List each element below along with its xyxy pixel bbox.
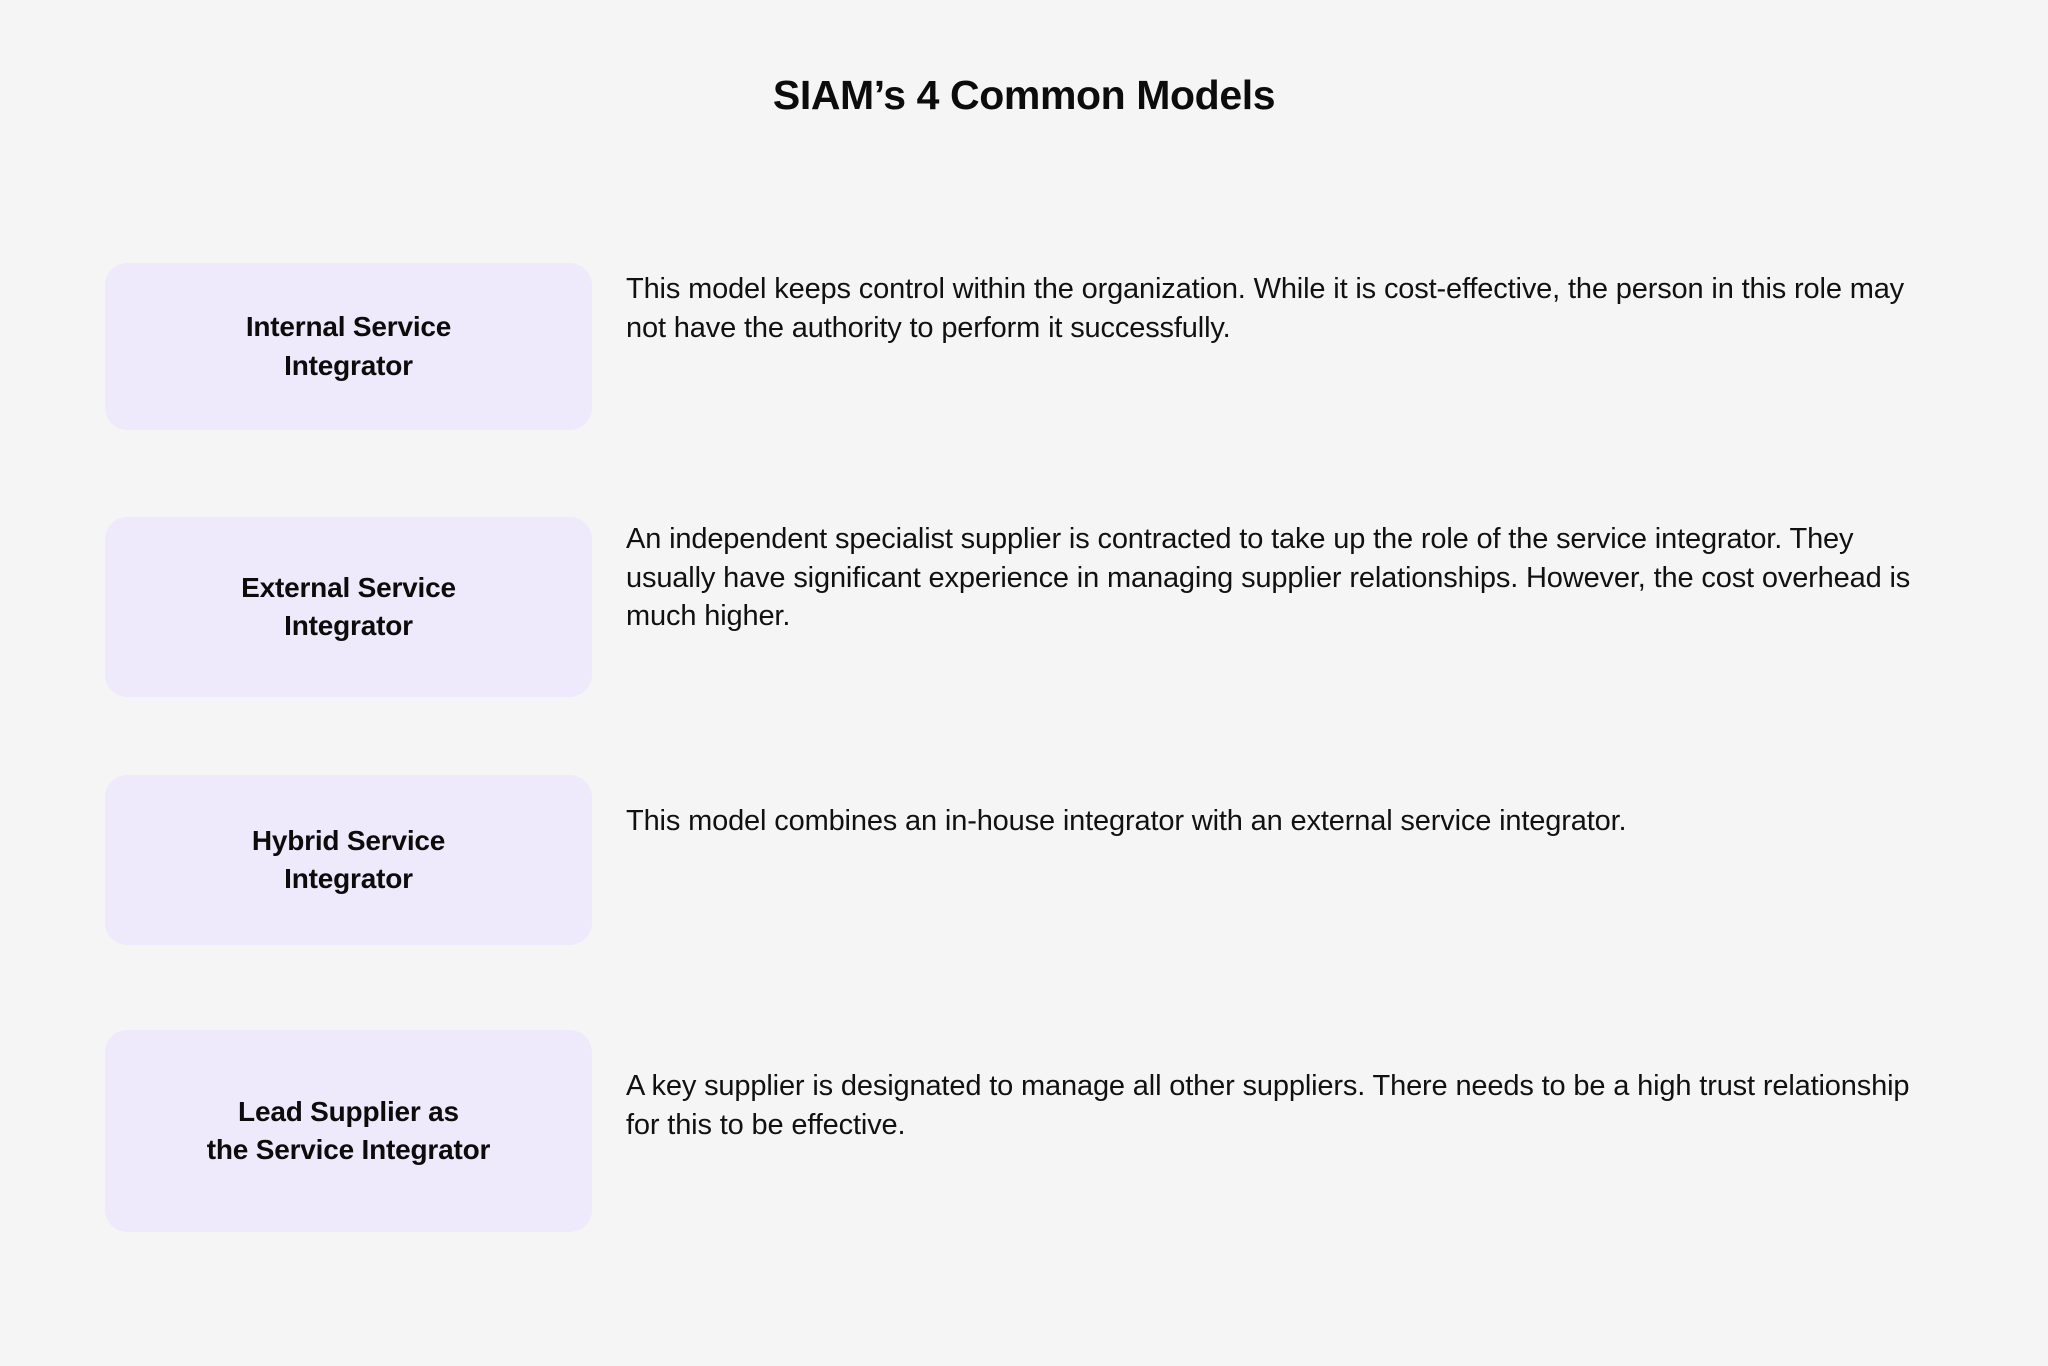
model-label: Internal Service Integrator <box>245 311 452 381</box>
model-description: This model combines an in-house integrat… <box>626 805 1627 837</box>
model-label-card-internal[interactable]: Internal Service Integrator <box>105 263 592 430</box>
model-label-card-lead-supplier[interactable]: Lead Supplier as the Service Integrator <box>105 1030 592 1232</box>
page-title: SIAM’s 4 Common Models <box>772 72 1276 118</box>
model-description: A key supplier is designated to manage a… <box>626 1070 1910 1141</box>
model-label-card-external[interactable]: External Service Integrator <box>105 517 592 697</box>
model-description: This model keeps control within the orga… <box>626 273 1905 344</box>
model-label: Hybrid Service Integrator <box>251 824 446 894</box>
model-description: An independent specialist supplier is co… <box>626 523 1911 633</box>
model-label: External Service Integrator <box>241 571 456 641</box>
model-label-card-hybrid[interactable]: Hybrid Service Integrator <box>105 775 592 945</box>
model-label: Lead Supplier as the Service Integrator <box>206 1095 491 1165</box>
